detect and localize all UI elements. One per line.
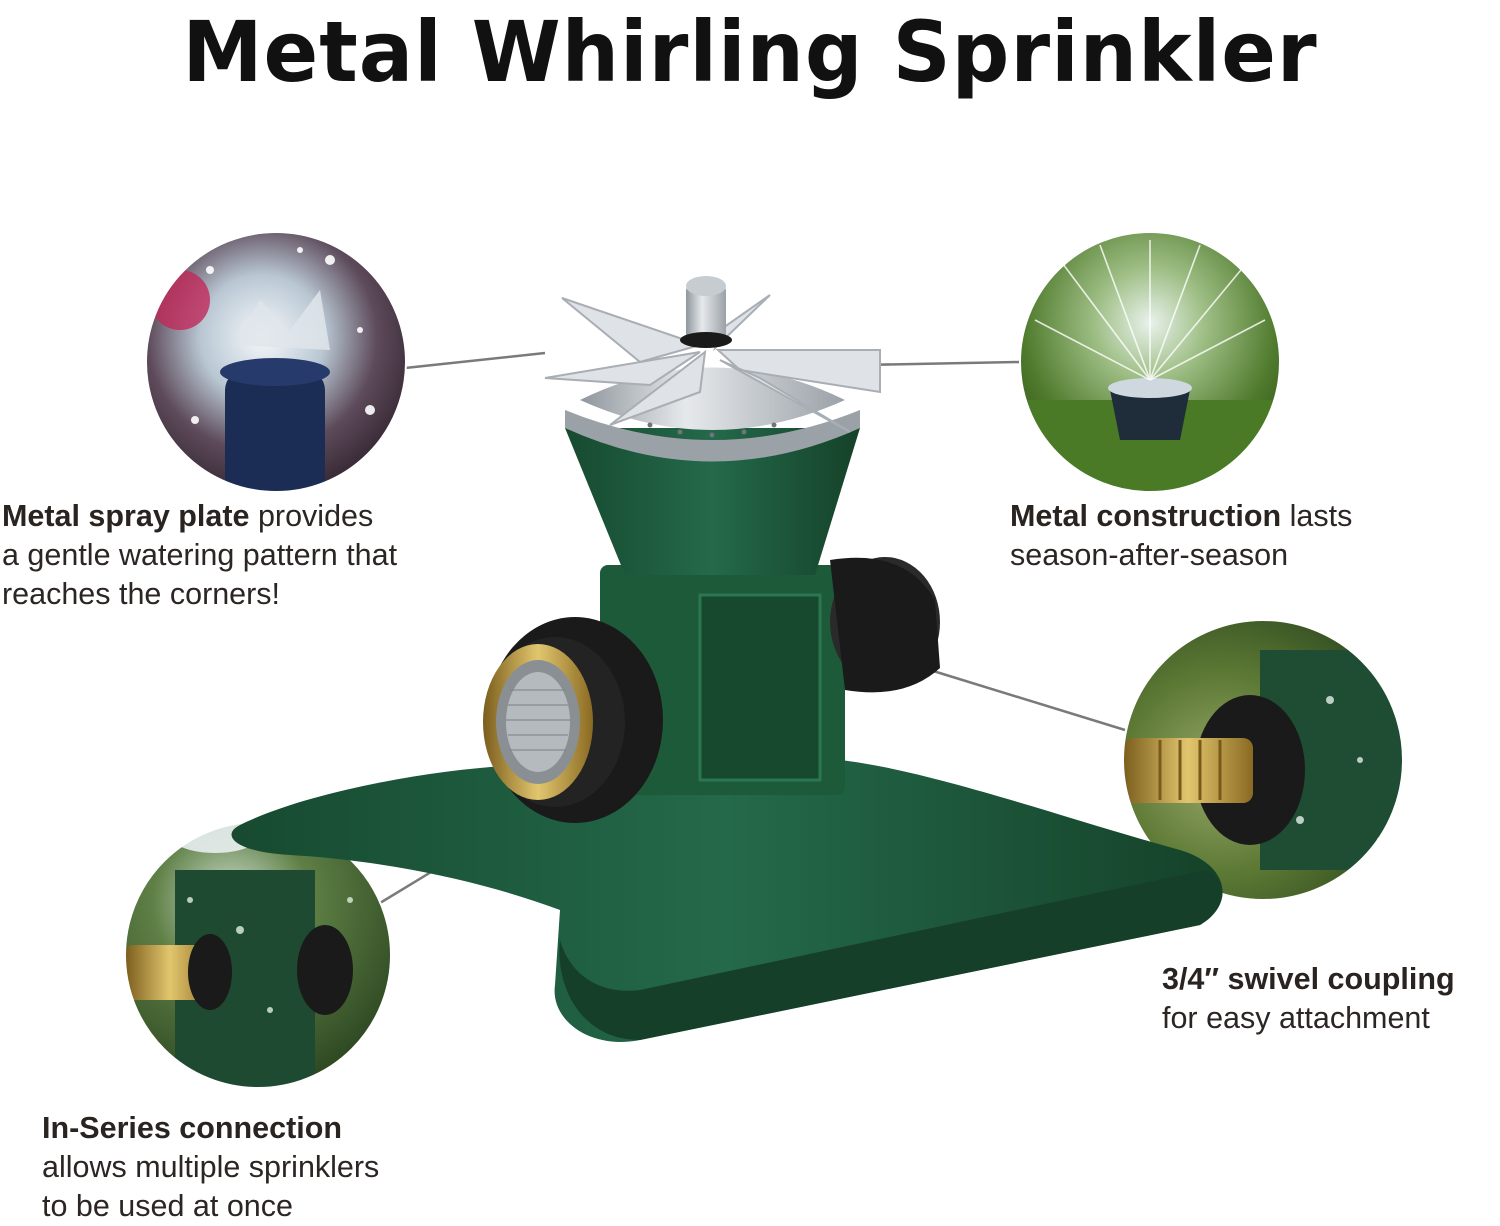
- in-series-caption: In-Series connection allows multiple spr…: [42, 1109, 379, 1226]
- in-series-heading: In-Series connection: [42, 1111, 342, 1145]
- in-series-line2: allows multiple sprinklers: [42, 1150, 380, 1184]
- construction-caption: Metal construction lasts season-after-se…: [1010, 497, 1352, 575]
- metal-construction-photo: [1020, 232, 1280, 492]
- sprinkler-main: [231, 276, 1223, 1042]
- spray-plate-heading: Metal spray plate: [2, 499, 250, 533]
- swivel-heading: 3/4″ swivel coupling: [1162, 962, 1455, 996]
- construction-line2: season-after-season: [1010, 538, 1289, 572]
- construction-heading: Metal construction: [1010, 499, 1282, 533]
- swivel-caption: 3/4″ swivel coupling for easy attachment: [1162, 960, 1455, 1038]
- in-series-photo: [125, 822, 391, 1088]
- spray-plate-line3: reaches the corners!: [2, 577, 281, 611]
- spray-plate-photo: [146, 232, 406, 492]
- swivel-line2: for easy attachment: [1162, 1001, 1430, 1035]
- page-title: Metal Whirling Sprinkler: [182, 3, 1318, 101]
- spray-plate-line2: a gentle watering pattern that: [2, 538, 398, 572]
- spray-plate-caption: Metal spray plate provides a gentle wate…: [2, 497, 397, 614]
- construction-line1: lasts: [1281, 499, 1353, 533]
- spray-plate-line1: provides: [249, 499, 374, 533]
- in-series-line3: to be used at once: [42, 1189, 293, 1223]
